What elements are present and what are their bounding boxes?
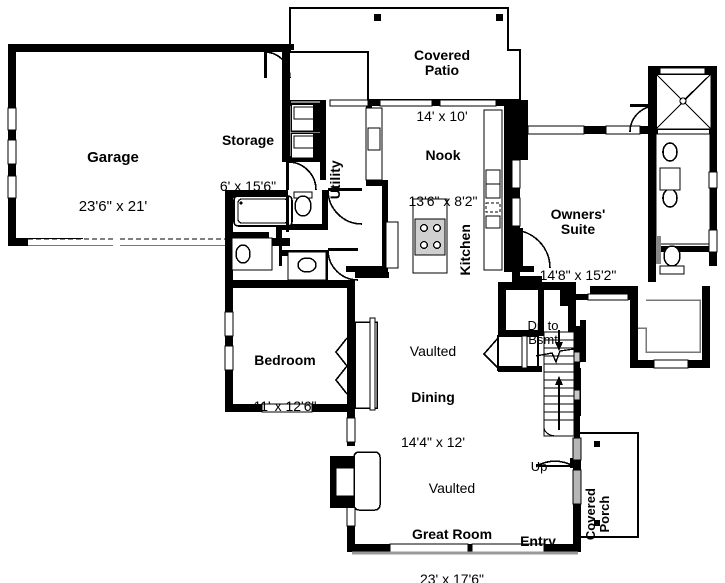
- stairs-icon: [535, 330, 575, 437]
- porch-post-top-icon: [594, 441, 600, 447]
- master-vanity: [655, 133, 718, 245]
- covered-porch-outline: [575, 432, 639, 538]
- owners-suite-door-window: [527, 125, 641, 135]
- bedroom-closet: [334, 317, 378, 411]
- bedroom-window-left: [224, 311, 234, 371]
- stair-wall-window: [573, 351, 581, 401]
- nook-side-counter: [365, 107, 383, 181]
- stair-wall: [574, 326, 580, 442]
- garage-door-left-icon: [28, 238, 113, 246]
- master-toilet-icon: [656, 229, 718, 275]
- bedroom-walls: [225, 280, 355, 412]
- master-closet-door: [511, 228, 551, 269]
- hall-door-lower: [327, 248, 359, 281]
- hall-window-right: [587, 293, 629, 301]
- dryer-icon: [290, 132, 320, 159]
- bathtub-icon: [233, 195, 293, 227]
- sink-powder-icon: [287, 251, 327, 281]
- owners-suite-window-left: [511, 159, 521, 227]
- toilet-hall-bath-icon: [293, 191, 313, 217]
- utility-door: [286, 161, 317, 191]
- kitchen-counter-right: [483, 109, 503, 271]
- sink-hall-bath-icon: [231, 237, 273, 271]
- kitchen-sink-icon: [485, 202, 501, 213]
- master-bath-door: [629, 104, 657, 133]
- washer-icon: [290, 103, 320, 132]
- fireplace-icon: [330, 451, 381, 511]
- garage-storage-door: [264, 51, 291, 79]
- nook-windows: [329, 99, 497, 107]
- master-sink-lower-icon: [662, 188, 678, 208]
- garage-window-left: [7, 107, 17, 199]
- master-shower-icon: [655, 67, 712, 130]
- connector-walls: [290, 44, 520, 282]
- kitchen-island-icon: [412, 198, 448, 274]
- master-sink-upper-icon: [662, 142, 678, 162]
- patio-post-left-icon: [374, 14, 381, 21]
- great-room-windows: [352, 543, 578, 555]
- garage-door-right-icon: [120, 238, 225, 246]
- covered-patio-outline: [289, 7, 521, 101]
- bedroom-window-bottom: [261, 403, 313, 413]
- hall-door-upper: [327, 188, 363, 225]
- patio-post-right-icon: [496, 14, 503, 21]
- entry-door-icon: [536, 437, 582, 505]
- porch-post-bottom-icon: [594, 520, 600, 526]
- master-closet-icon: [638, 299, 701, 369]
- bath-partition: [286, 196, 289, 232]
- nook-lower-cabinet: [385, 221, 399, 269]
- dining-niche: [482, 335, 542, 372]
